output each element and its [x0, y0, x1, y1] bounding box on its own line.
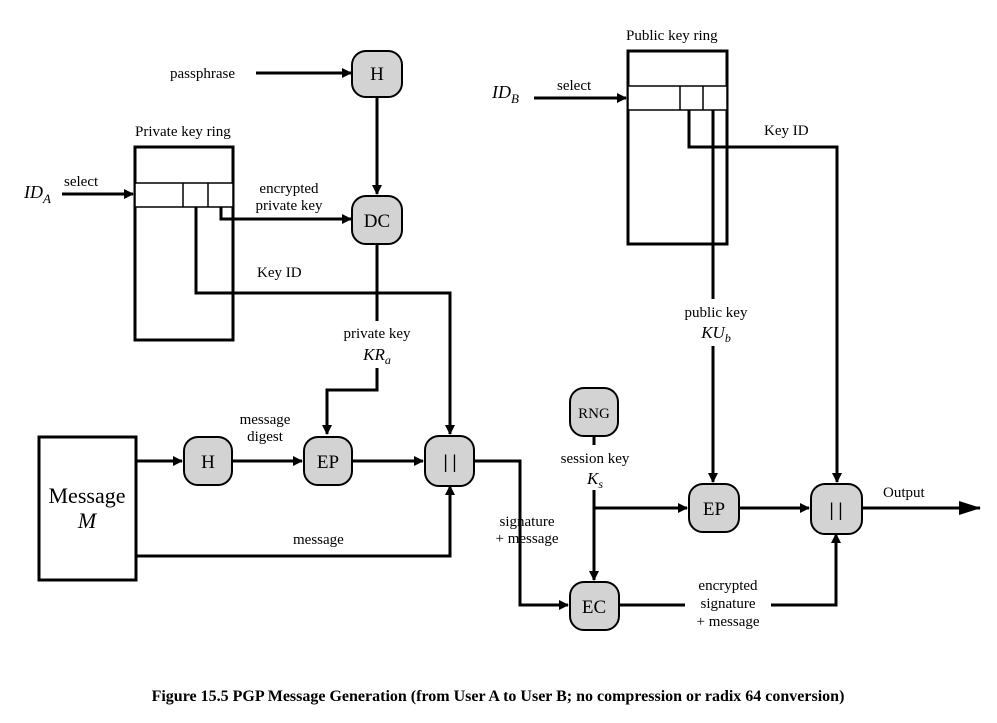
concat-node-2: | |: [810, 483, 863, 535]
encrypted-private-key-line2: private key: [255, 198, 323, 214]
concat-node-1: | |: [424, 435, 475, 487]
private-key-label: private key: [343, 326, 411, 342]
encrypted-signature-line3: + message: [696, 614, 759, 630]
wire-message-to-concat: [137, 485, 455, 558]
encrypt-key-node-label: EP: [703, 499, 725, 520]
session-key-symbol: Ks: [586, 469, 603, 491]
rng-node: RNG: [569, 387, 619, 437]
hash-node-message-label: H: [201, 452, 215, 473]
wire-key-id-b: [687, 110, 842, 483]
wire-encrypted-signature-lower: [771, 533, 841, 607]
encrypt-message-node-label: EC: [582, 597, 606, 618]
select-a-label: select: [64, 174, 99, 190]
encrypt-key-node: EP: [688, 483, 740, 533]
message-box: [37, 435, 138, 582]
message-label: message: [293, 532, 344, 548]
concat-node-2-label: | |: [829, 500, 842, 521]
encrypted-signature-line2: signature: [701, 596, 756, 612]
passphrase-label: passphrase: [170, 66, 235, 82]
hash-node-message: H: [183, 436, 233, 486]
signature-message-line2: + message: [495, 531, 558, 547]
decrypt-node: DC: [351, 195, 403, 245]
wire-key-id-a: [194, 207, 455, 435]
output-label: Output: [883, 485, 926, 501]
public-key-ring-label: Public key ring: [626, 28, 718, 44]
id-a-label: IDA: [23, 182, 51, 206]
hash-node-top-label: H: [370, 64, 384, 85]
session-key-label: session key: [561, 451, 630, 467]
encrypt-message-node: EC: [569, 581, 620, 631]
hash-node-top: H: [351, 50, 403, 98]
public-key-label: public key: [685, 305, 748, 321]
sign-node-label: EP: [317, 452, 339, 473]
rng-node-label: RNG: [578, 406, 610, 422]
select-b-label: select: [557, 78, 592, 94]
private-key-ring-label: Private key ring: [135, 124, 231, 140]
key-id-a-label: Key ID: [257, 265, 302, 281]
sign-node: EP: [303, 436, 353, 486]
encrypted-private-key-line1: encrypted: [259, 181, 319, 197]
private-key-ring-box: [133, 145, 235, 342]
wire-signature-message: [474, 459, 569, 610]
message-digest-line1: message: [240, 412, 291, 428]
public-key-ring-row: [627, 85, 728, 111]
figure-caption: Figure 15.5 PGP Message Generation (from…: [152, 688, 845, 705]
message-box-symbol: M: [77, 508, 98, 533]
decrypt-node-label: DC: [364, 211, 390, 232]
private-key-symbol: KRa: [362, 345, 391, 367]
encrypted-signature-line1: encrypted: [698, 578, 758, 594]
key-id-b-label: Key ID: [764, 123, 809, 139]
signature-message-line1: signature: [500, 514, 555, 530]
message-digest-line2: digest: [247, 429, 284, 445]
wire-private-key-lower: [322, 368, 379, 435]
private-key-ring-row: [134, 182, 234, 208]
wire-encrypted-private-key: [219, 207, 352, 224]
message-box-label: Message: [49, 483, 126, 508]
id-b-label: IDB: [491, 82, 519, 106]
public-key-symbol: KUb: [700, 323, 731, 345]
concat-node-1-label: | |: [443, 452, 456, 473]
